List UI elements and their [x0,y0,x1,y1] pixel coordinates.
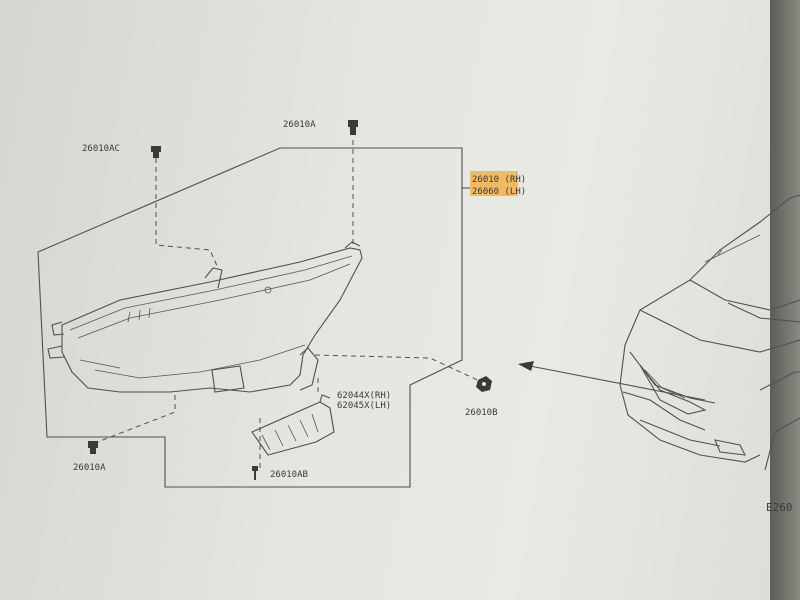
label-26010-rh: 26010 (RH) [472,175,526,185]
label-26010a-bottom: 26010A [73,463,106,473]
monitor-screen [0,0,770,600]
label-26010a-top: 26010A [283,120,316,130]
assembly-outline [37,147,463,488]
screw-26010ab-icon [252,466,258,480]
label-26010b: 26010B [465,408,498,418]
label-62045x-lh: 62045X(LH) [337,401,391,411]
dashed-leaders [94,140,485,468]
label-26060-lh: 26060 (LH) [472,187,526,197]
part-number-highlight [470,171,518,196]
label-26010ac: 26010AC [82,144,120,154]
label-26010ab: 26010AB [270,470,308,480]
bolt-26010ac-icon [151,146,161,158]
bolt-26010a-top-icon [348,120,358,135]
label-62044x-rh: 62044X(RH) [337,391,391,401]
vehicle-illustration [619,194,800,471]
bracket-part [251,394,335,456]
monitor-bezel [770,0,800,600]
bolt-26010a-bottom-icon [88,441,98,454]
figure-code: E260 [766,501,793,514]
nut-26010b-icon [476,376,492,392]
headlamp-assembly [47,241,363,393]
